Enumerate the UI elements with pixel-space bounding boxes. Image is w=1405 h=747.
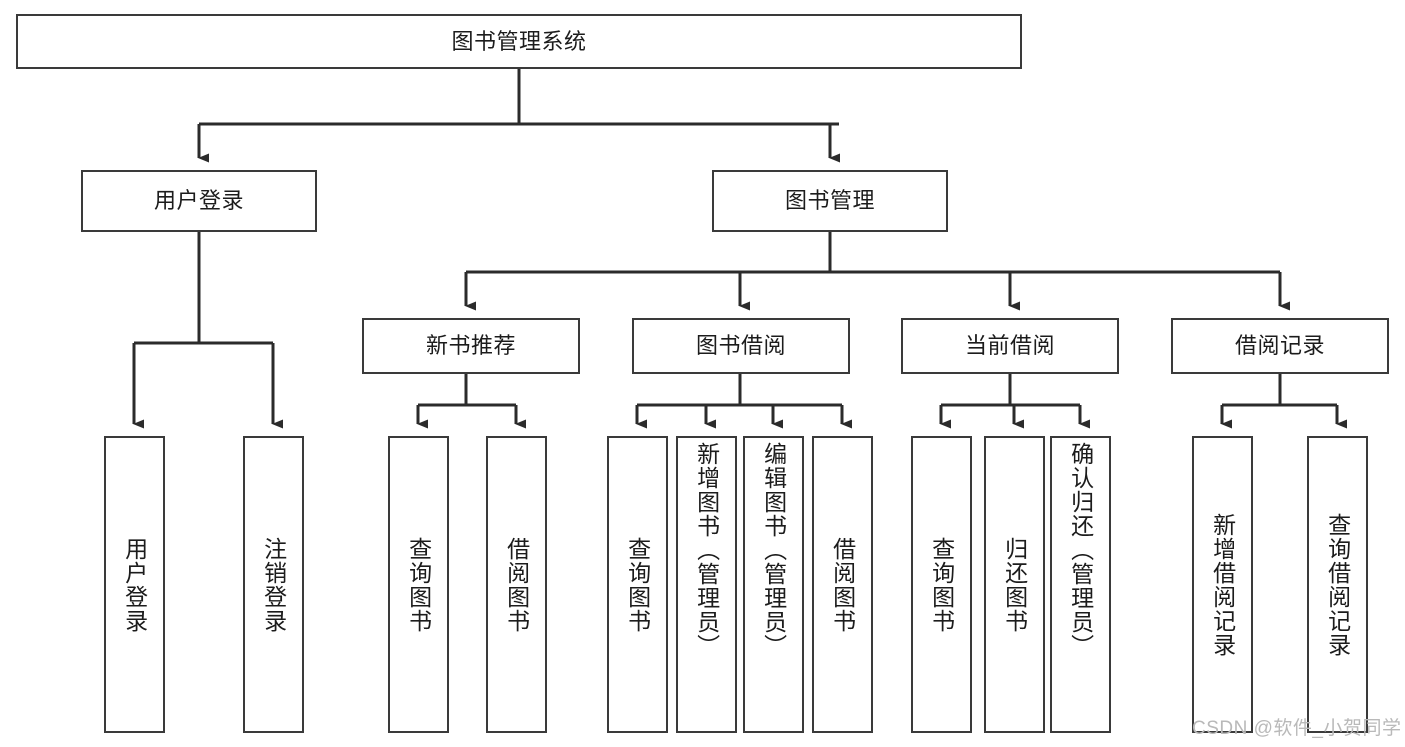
leaf-borrow-book[interactable]: 借阅图书 bbox=[812, 436, 873, 733]
leaf-user-login-label: 用户登录 bbox=[121, 536, 148, 633]
node-current-borrow[interactable]: 当前借阅 bbox=[901, 318, 1119, 374]
leaf-borrow-book-rec-label: 借阅图书 bbox=[503, 536, 530, 633]
leaf-confirm-return-admin-label: 确认归还（管理员） bbox=[1067, 442, 1094, 658]
leaf-query-borrow-record-label: 查询借阅记录 bbox=[1324, 512, 1351, 657]
node-new-book-recommend-label: 新书推荐 bbox=[425, 333, 516, 359]
connector-root-to-level2 bbox=[197, 69, 840, 163]
leaf-add-book-admin-label: 新增图书（管理员） bbox=[693, 442, 720, 658]
leaf-query-book-rec-label: 查询图书 bbox=[405, 536, 432, 633]
watermark: CSDN @软件_小贺同学 bbox=[1192, 718, 1402, 739]
leaf-return-book-label: 归还图书 bbox=[1001, 536, 1028, 633]
connector-currentborrow-to-leaves bbox=[939, 374, 1090, 429]
connector-bookborrow-to-leaves bbox=[635, 374, 852, 429]
node-book-borrow-label: 图书借阅 bbox=[695, 333, 786, 359]
node-root-label: 图书管理系统 bbox=[451, 28, 587, 54]
node-current-borrow-label: 当前借阅 bbox=[964, 333, 1055, 359]
node-borrow-record[interactable]: 借阅记录 bbox=[1171, 318, 1389, 374]
leaf-query-book-borrow-label: 查询图书 bbox=[624, 536, 651, 633]
node-borrow-record-label: 借阅记录 bbox=[1234, 333, 1325, 359]
leaf-return-book[interactable]: 归还图书 bbox=[984, 436, 1045, 733]
leaf-confirm-return-admin[interactable]: 确认归还（管理员） bbox=[1050, 436, 1111, 733]
leaf-add-book-admin[interactable]: 新增图书（管理员） bbox=[676, 436, 737, 733]
leaf-query-book-cur[interactable]: 查询图书 bbox=[911, 436, 972, 733]
leaf-edit-book-admin-label: 编辑图书（管理员） bbox=[760, 442, 787, 658]
leaf-add-borrow-record[interactable]: 新增借阅记录 bbox=[1192, 436, 1253, 733]
leaf-borrow-book-rec[interactable]: 借阅图书 bbox=[486, 436, 547, 733]
leaf-logout-login[interactable]: 注销登录 bbox=[243, 436, 304, 733]
node-user-login[interactable]: 用户登录 bbox=[81, 170, 317, 232]
node-new-book-recommend[interactable]: 新书推荐 bbox=[362, 318, 580, 374]
node-root[interactable]: 图书管理系统 bbox=[16, 14, 1022, 69]
connector-newbook-to-leaves bbox=[416, 374, 526, 429]
leaf-query-book-cur-label: 查询图书 bbox=[928, 536, 955, 633]
node-book-manage-label: 图书管理 bbox=[784, 188, 875, 214]
leaf-query-book-borrow[interactable]: 查询图书 bbox=[607, 436, 668, 733]
leaf-borrow-book-label: 借阅图书 bbox=[829, 536, 856, 633]
connector-bookmanage-to-level3 bbox=[464, 232, 1290, 311]
leaf-logout-login-label: 注销登录 bbox=[260, 536, 287, 633]
leaf-add-borrow-record-label: 新增借阅记录 bbox=[1209, 512, 1236, 657]
connector-borrowrecord-to-leaves bbox=[1220, 374, 1347, 429]
node-user-login-label: 用户登录 bbox=[153, 188, 244, 214]
leaf-user-login[interactable]: 用户登录 bbox=[104, 436, 165, 733]
leaf-edit-book-admin[interactable]: 编辑图书（管理员） bbox=[743, 436, 804, 733]
connector-userlogin-to-leaves bbox=[132, 232, 283, 429]
leaf-query-book-rec[interactable]: 查询图书 bbox=[388, 436, 449, 733]
node-book-borrow[interactable]: 图书借阅 bbox=[632, 318, 850, 374]
node-book-manage[interactable]: 图书管理 bbox=[712, 170, 948, 232]
leaf-query-borrow-record[interactable]: 查询借阅记录 bbox=[1307, 436, 1368, 733]
